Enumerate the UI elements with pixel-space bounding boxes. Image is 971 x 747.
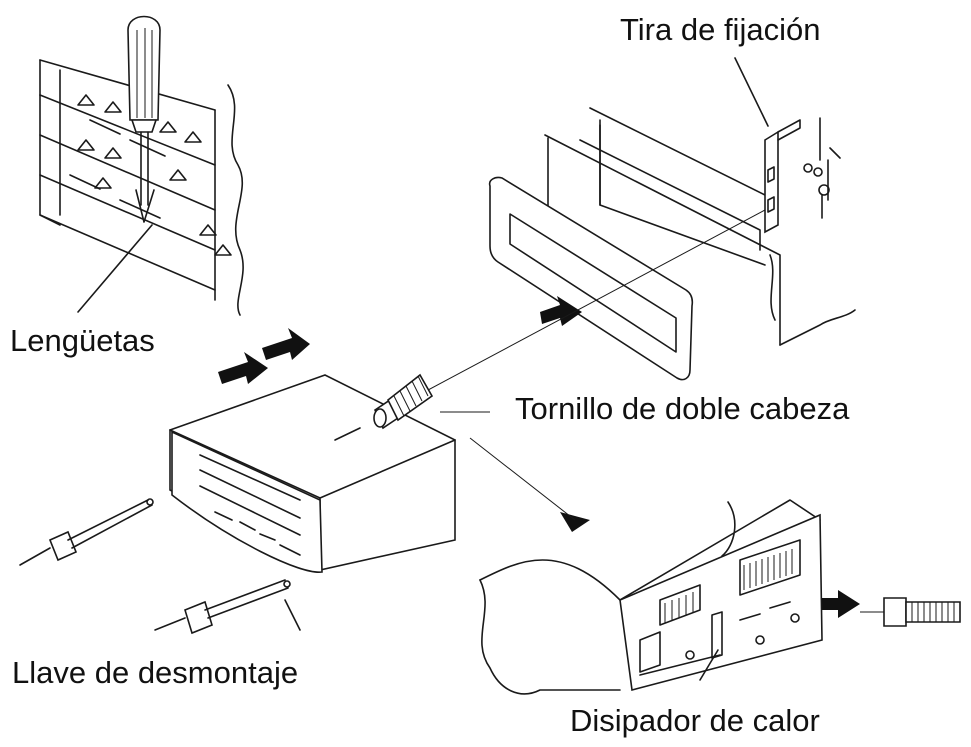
label-fixing-strip: Tira de fijación: [620, 12, 821, 47]
guide-lines: [399, 209, 766, 521]
arrows: [218, 296, 860, 618]
label-tabs: Lengüetas: [10, 323, 155, 358]
removal-keys: [19, 498, 301, 635]
label-double-head-screw: Tornillo de doble cabeza: [515, 391, 850, 426]
double-head-screw: [373, 373, 434, 430]
label-removal-key: Llave de desmontaje: [12, 655, 299, 690]
heat-sink: [479, 499, 961, 695]
mounting-sleeve: [39, 15, 244, 316]
label-heat-sink: Disipador de calor: [570, 703, 820, 738]
leader-lines: [77, 224, 153, 313]
dashboard-frame: [488, 57, 856, 381]
